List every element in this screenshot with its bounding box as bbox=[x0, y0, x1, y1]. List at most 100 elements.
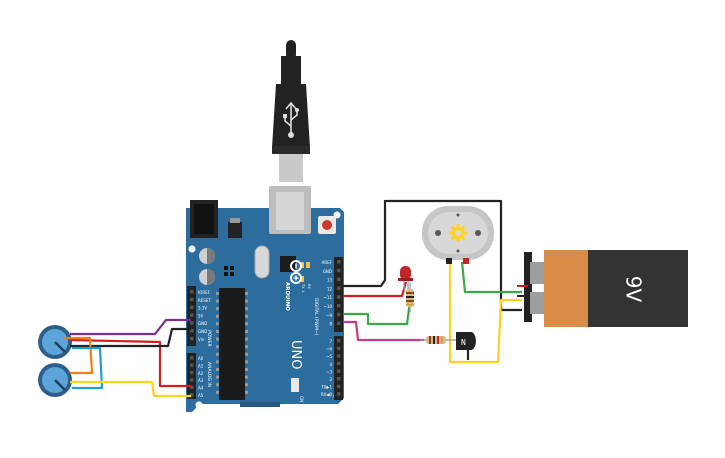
header-pin-hole[interactable] bbox=[337, 339, 341, 343]
capacitor-mark bbox=[207, 248, 215, 264]
resistor-band bbox=[406, 300, 414, 302]
header-pin-hole[interactable] bbox=[337, 369, 341, 373]
header-pin-hole[interactable] bbox=[337, 312, 341, 317]
chip-pin bbox=[216, 352, 219, 356]
header-pin-hole[interactable] bbox=[190, 370, 194, 375]
pin-label: A5 bbox=[198, 393, 204, 398]
usb-icon bbox=[283, 101, 299, 139]
wire-5v-purple[interactable] bbox=[70, 318, 191, 336]
usb-plug-collar bbox=[272, 146, 310, 154]
header-pin-hole[interactable] bbox=[337, 361, 341, 366]
header-pin-hole[interactable] bbox=[190, 356, 194, 360]
gear-tooth bbox=[460, 235, 466, 241]
header-pin-hole[interactable] bbox=[190, 313, 194, 317]
potentiometer-1[interactable] bbox=[38, 325, 72, 359]
chip-pin bbox=[245, 337, 248, 341]
chip-pin bbox=[245, 360, 248, 364]
wire-green-motor[interactable] bbox=[460, 261, 522, 294]
pin-label: 8 bbox=[329, 322, 332, 327]
chip-pin bbox=[245, 375, 248, 379]
motor-screw bbox=[435, 230, 441, 236]
power-jack-inner bbox=[194, 204, 214, 234]
board-brand: ARDUINO bbox=[284, 282, 290, 311]
battery-terminal-neg bbox=[530, 292, 544, 314]
wire-pot-orange[interactable] bbox=[64, 336, 94, 375]
battery-terminal-pos bbox=[530, 262, 544, 284]
battery-9v[interactable]: 9V bbox=[524, 250, 688, 327]
header-pin-hole[interactable] bbox=[337, 304, 341, 308]
wire-a3-red[interactable] bbox=[69, 338, 191, 388]
wire-green-left[interactable] bbox=[343, 301, 412, 326]
usb-plug-metal bbox=[279, 154, 303, 182]
power-header-holes bbox=[190, 290, 194, 341]
pin-label: GND bbox=[198, 321, 207, 326]
chip-pin bbox=[216, 322, 219, 326]
header-pin-hole[interactable] bbox=[337, 354, 341, 358]
header-pin-hole[interactable] bbox=[190, 363, 194, 367]
header-pin-hole[interactable] bbox=[337, 277, 341, 282]
led-label-rx: RX bbox=[307, 284, 311, 289]
header-pin-hole[interactable] bbox=[190, 290, 194, 294]
wire-pwm-magenta[interactable] bbox=[343, 320, 424, 342]
pin-label: GND bbox=[198, 329, 207, 334]
usb-jack-inner bbox=[276, 192, 304, 230]
wire-gnd-black[interactable] bbox=[70, 327, 191, 348]
board-model: UNO bbox=[288, 340, 303, 369]
wire-a5-yellow[interactable] bbox=[70, 380, 191, 398]
analog-header bbox=[187, 353, 196, 399]
header-pin-hole[interactable] bbox=[190, 297, 194, 302]
npn-transistor[interactable]: N bbox=[456, 332, 476, 350]
header-pin-hole[interactable] bbox=[337, 260, 341, 264]
capacitor-mark bbox=[207, 269, 215, 285]
pin-label: AREF bbox=[322, 260, 333, 265]
pin-label: 4 bbox=[329, 362, 332, 367]
header-pin-hole[interactable] bbox=[190, 329, 194, 333]
wires-right bbox=[343, 199, 522, 364]
resistor-led[interactable] bbox=[406, 283, 414, 312]
header-pin-hole[interactable] bbox=[337, 384, 341, 389]
header-pin-hole[interactable] bbox=[337, 295, 341, 299]
pin-label: RESET bbox=[198, 298, 211, 303]
pin-label: ~3 bbox=[326, 369, 332, 374]
chip-pin bbox=[216, 314, 219, 318]
header-pin-hole[interactable] bbox=[190, 321, 194, 325]
header-pin-hole[interactable] bbox=[337, 268, 341, 273]
led-dome bbox=[400, 266, 411, 280]
resistor-band bbox=[433, 336, 435, 344]
resistor-base[interactable] bbox=[420, 336, 456, 344]
header-pin-hole[interactable] bbox=[337, 286, 341, 290]
red-led[interactable] bbox=[398, 266, 413, 290]
header-pin-hole[interactable] bbox=[190, 385, 194, 390]
pin-label: ~5 bbox=[326, 354, 332, 359]
wire-pot-cyan[interactable] bbox=[72, 346, 104, 390]
potentiometer-2[interactable] bbox=[38, 363, 72, 397]
chip-pin bbox=[216, 375, 219, 379]
header-pin-hole[interactable] bbox=[190, 393, 194, 397]
pin-label: TX▶1 bbox=[320, 385, 332, 390]
chip-pin bbox=[245, 307, 248, 311]
wire-motor-yellow[interactable] bbox=[448, 264, 522, 364]
usb-cable[interactable] bbox=[272, 40, 310, 182]
dc-motor[interactable] bbox=[422, 206, 494, 264]
power-header-title: POWER bbox=[206, 330, 212, 347]
header-pin-hole[interactable] bbox=[337, 346, 341, 351]
gear-tooth bbox=[460, 225, 466, 231]
pin-label: Vin bbox=[198, 337, 205, 342]
on-label: ON bbox=[299, 396, 304, 402]
header-pin-hole[interactable] bbox=[337, 392, 341, 396]
pin-label: A0 bbox=[198, 356, 204, 361]
header-pin-hole[interactable] bbox=[190, 336, 194, 341]
wire-led-red[interactable] bbox=[343, 281, 408, 298]
chip-pin bbox=[216, 337, 219, 341]
chip-pin bbox=[245, 352, 248, 356]
battery-body bbox=[588, 250, 688, 327]
pin-label: A2 bbox=[198, 371, 204, 376]
header-pin-hole[interactable] bbox=[337, 321, 341, 326]
header-pin-hole[interactable] bbox=[337, 377, 341, 381]
header-pin-hole[interactable] bbox=[190, 305, 194, 310]
header-pin-hole[interactable] bbox=[190, 378, 194, 382]
resistor-band bbox=[406, 296, 414, 298]
